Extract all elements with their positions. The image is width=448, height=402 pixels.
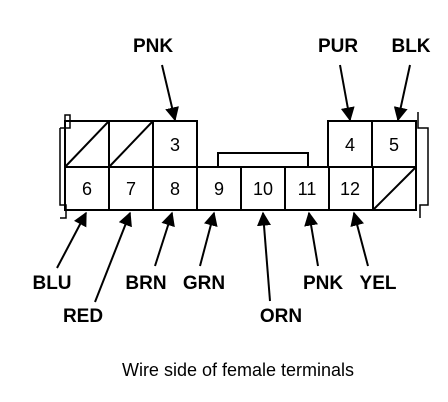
pin-7: 7: [126, 179, 136, 199]
pin-3: 3: [170, 135, 180, 155]
wire-label-pnk-top: PNK: [133, 36, 173, 57]
arrow-yel: [350, 211, 369, 267]
pin-10: 10: [253, 179, 273, 199]
pin-9: 9: [214, 179, 224, 199]
wire-label-blk: BLK: [391, 36, 430, 57]
wire-label-pur: PUR: [318, 36, 358, 57]
arrow-pnk-bottom: [304, 211, 319, 267]
diagram-caption: Wire side of female terminals: [122, 360, 354, 380]
arrow-orn: [257, 211, 271, 302]
blocked-cavity-mark: [372, 166, 417, 211]
arrow-grn: [199, 211, 218, 267]
wire-label-red: RED: [63, 306, 103, 327]
blocked-cavity-mark: [64, 120, 110, 168]
arrow-pnk-top: [161, 64, 179, 122]
pin-8: 8: [170, 179, 180, 199]
wire-label-brn: BRN: [125, 273, 166, 294]
wire-label-yel: YEL: [360, 273, 397, 294]
top-row-right: [327, 120, 417, 168]
pin-5: 5: [389, 135, 399, 155]
pin-6: 6: [82, 179, 92, 199]
arrow-brn: [154, 211, 175, 267]
pin-11: 11: [298, 179, 317, 199]
wire-label-grn: GRN: [183, 273, 225, 294]
pin-12: 12: [340, 179, 360, 199]
blocked-cavity-mark: [108, 120, 154, 168]
arrow-blk: [393, 64, 411, 122]
arrow-blu: [56, 211, 87, 269]
wire-label-blu: BLU: [32, 273, 71, 294]
arrow-pur: [339, 64, 355, 122]
arrow-red: [94, 211, 132, 303]
bottom-row: [64, 166, 417, 211]
wire-label-pnk-bottom: PNK: [303, 273, 343, 294]
wire-label-orn: ORN: [260, 306, 302, 327]
leader-arrows: [56, 64, 411, 303]
pin-4: 4: [345, 135, 355, 155]
